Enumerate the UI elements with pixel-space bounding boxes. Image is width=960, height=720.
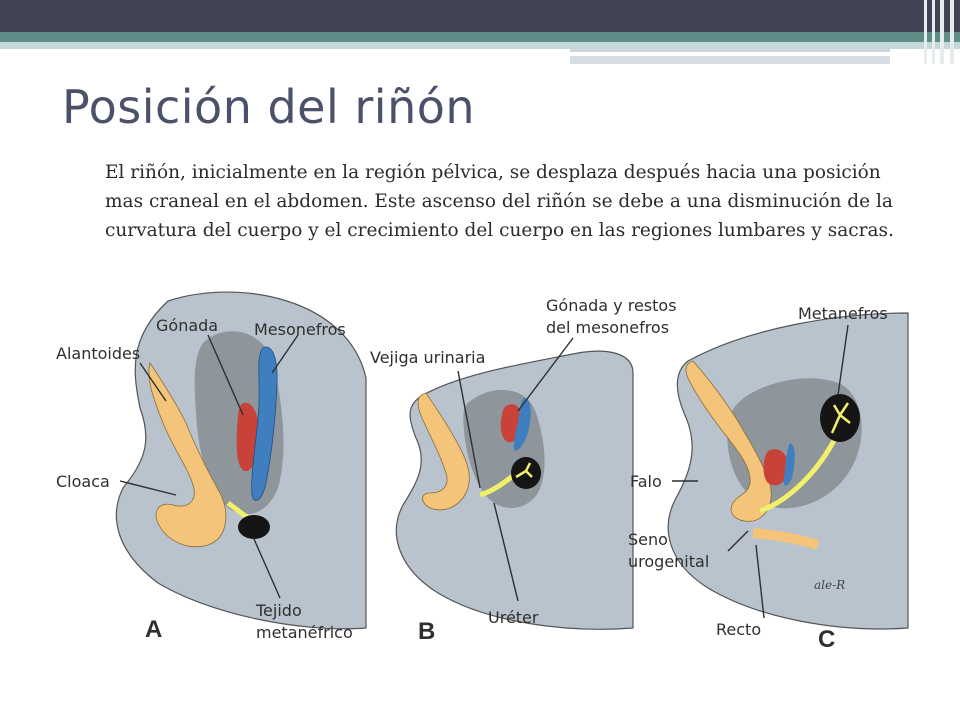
- label-vejiga-urinaria: Vejiga urinaria: [370, 348, 485, 367]
- label-tejido-line1: Tejido: [255, 601, 302, 620]
- accent-right-line-lower: [570, 56, 890, 64]
- panel-a-gonad: [236, 402, 260, 472]
- label-gonada-restos-line2: del mesonefros: [546, 318, 669, 337]
- label-mesonefros: Mesonefros: [254, 320, 346, 339]
- label-gonada-restos-line1: Gónada y restos: [546, 296, 677, 315]
- slide-title: Posición del riñón: [62, 80, 476, 134]
- panel-c-gonad: [763, 449, 789, 486]
- panel-c-rectum: [752, 528, 820, 550]
- panel-c-ureter: [759, 431, 841, 514]
- label-metanefros: Metanefros: [798, 304, 888, 323]
- top-title-bar: [0, 0, 960, 32]
- label-seno-line1: Seno: [628, 530, 668, 549]
- label-recto: Recto: [716, 620, 761, 639]
- panel-b-metanephros-collecting: [515, 462, 533, 479]
- panel-b-drawing: [395, 350, 634, 630]
- panel-a-allantois: [148, 362, 227, 548]
- panel-a-mesonephros: [251, 346, 278, 501]
- label-cloaca: Cloaca: [56, 472, 110, 491]
- accent-light-line: [0, 42, 960, 49]
- leader-lines: [119, 324, 849, 619]
- panel-c-mesonephros-remnant: [783, 443, 795, 486]
- label-gonada: Gónada: [156, 316, 218, 335]
- accent-band: [0, 32, 960, 42]
- panel-b-allantois: [417, 392, 470, 511]
- panel-b-ureter: [479, 473, 516, 498]
- panel-b-metanephros: [511, 457, 541, 489]
- kidney-ascent-diagram: Gónada Mesonefros Alantoides Cloaca Teji…: [56, 291, 909, 653]
- label-ureter: Uréter: [488, 608, 539, 627]
- panel-c-allantois: [685, 360, 772, 522]
- slide-paragraph: El riñón, inicialmente en la región pélv…: [105, 162, 894, 241]
- label-seno-line2: urogenital: [628, 552, 709, 571]
- panel-label-a: A: [145, 616, 162, 643]
- panel-c-metanephros-collecting: [830, 402, 851, 434]
- accent-right-line: [570, 49, 890, 52]
- decorative-stripes: [920, 0, 960, 64]
- panel-label-c: C: [818, 626, 835, 653]
- panel-a-drawing: [115, 291, 367, 630]
- label-alantoides: Alantoides: [56, 344, 140, 363]
- illustrator-signature: ale-R: [814, 578, 845, 592]
- panel-c-drawing: [667, 312, 909, 630]
- label-tejido-line2: metanéfrico: [256, 623, 353, 642]
- panel-b-mesonephros-remnant: [513, 398, 531, 451]
- panel-a-metanephric-tissue: [238, 515, 270, 539]
- label-falo: Falo: [630, 472, 662, 491]
- panel-label-b: B: [418, 618, 435, 645]
